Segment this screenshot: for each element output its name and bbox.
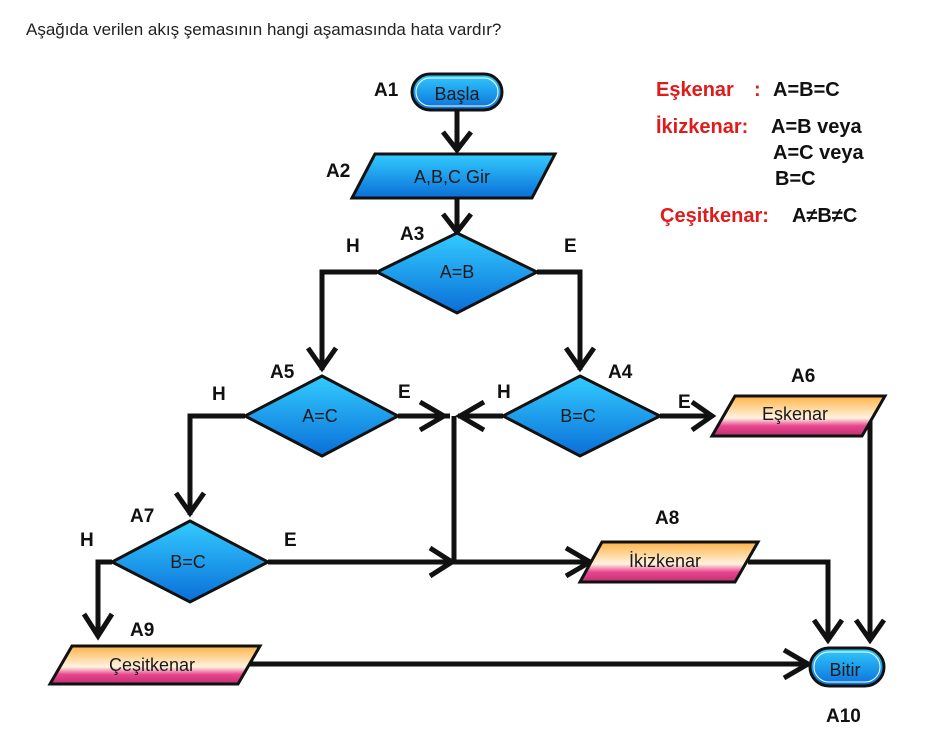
node-a3-text: A=B [440, 262, 475, 282]
node-a5-text: A=C [302, 406, 338, 426]
branch-a5-no: H [212, 384, 226, 405]
label-a2: A2 [326, 161, 350, 182]
legend-eskenar-sep: : [754, 79, 761, 101]
node-a1-text: Başla [434, 84, 480, 104]
branch-a4-no: H [497, 382, 511, 403]
arrowheads [81, 130, 887, 681]
legend-ikizkenar-line2: A=C veya [773, 142, 864, 164]
label-a10: A10 [826, 706, 861, 727]
node-a10-end: Bitir [808, 646, 886, 688]
node-a3-decision: A=B [373, 231, 541, 315]
legend-eskenar-rule: A=B=C [773, 79, 840, 101]
label-a8: A8 [655, 508, 679, 529]
node-a8-text: İkizkenar [629, 551, 701, 571]
node-a9-text: Çeşitkenar [109, 655, 195, 675]
connectors [95, 108, 873, 667]
branch-a7-yes: E [284, 530, 297, 551]
label-a9: A9 [130, 620, 154, 641]
node-a6-text: Eşkenar [762, 404, 828, 424]
legend-cesitkenar-name: Çeşitkenar: [660, 205, 769, 227]
legend-ikizkenar-line3: B=C [775, 168, 816, 190]
label-a6: A6 [791, 366, 815, 387]
branch-a5-yes: E [398, 382, 411, 403]
legend-ikizkenar-line1: A=B veya [771, 116, 862, 138]
branch-a3-no: H [346, 236, 360, 257]
legend-cesitkenar-rule: A≠B≠C [792, 205, 857, 227]
node-a1-start: Başla [410, 72, 504, 112]
node-a2-input: A,B,C Gir [349, 152, 558, 200]
label-a1: A1 [374, 80, 399, 101]
label-a4: A4 [608, 362, 633, 383]
step-labels: A1 A2 A3 A5 A4 A6 A7 A8 A9 A10 [130, 80, 861, 727]
branch-labels: H E H E H E H E [80, 236, 691, 551]
question-text: Aşağıda verilen akış şemasının hangi aşa… [26, 20, 502, 39]
branch-a7-no: H [80, 530, 94, 551]
legend-ikizkenar-name: İkizkenar: [656, 115, 748, 138]
label-a5: A5 [270, 362, 295, 383]
legend-eskenar-name: Eşkenar [656, 79, 734, 101]
node-a4-decision: B=C [499, 374, 664, 458]
node-a4-text: B=C [560, 406, 596, 426]
label-a7: A7 [130, 506, 154, 527]
node-a8-output: İkizkenar [577, 540, 761, 584]
node-a10-text: Bitir [830, 660, 861, 680]
node-a7-text: B=C [170, 552, 206, 572]
legend: Eşkenar : A=B=C İkizkenar: A=B veya A=C … [656, 79, 864, 227]
label-a3: A3 [400, 224, 424, 245]
branch-a4-yes: E [678, 392, 691, 413]
node-a5-decision: A=C [241, 374, 402, 458]
node-a2-text: A,B,C Gir [414, 167, 490, 187]
branch-a3-yes: E [564, 236, 577, 257]
node-a6-output: Eşkenar [709, 394, 888, 438]
node-a9-output: Çeşitkenar [47, 644, 263, 686]
node-a7-decision: B=C [108, 519, 272, 604]
